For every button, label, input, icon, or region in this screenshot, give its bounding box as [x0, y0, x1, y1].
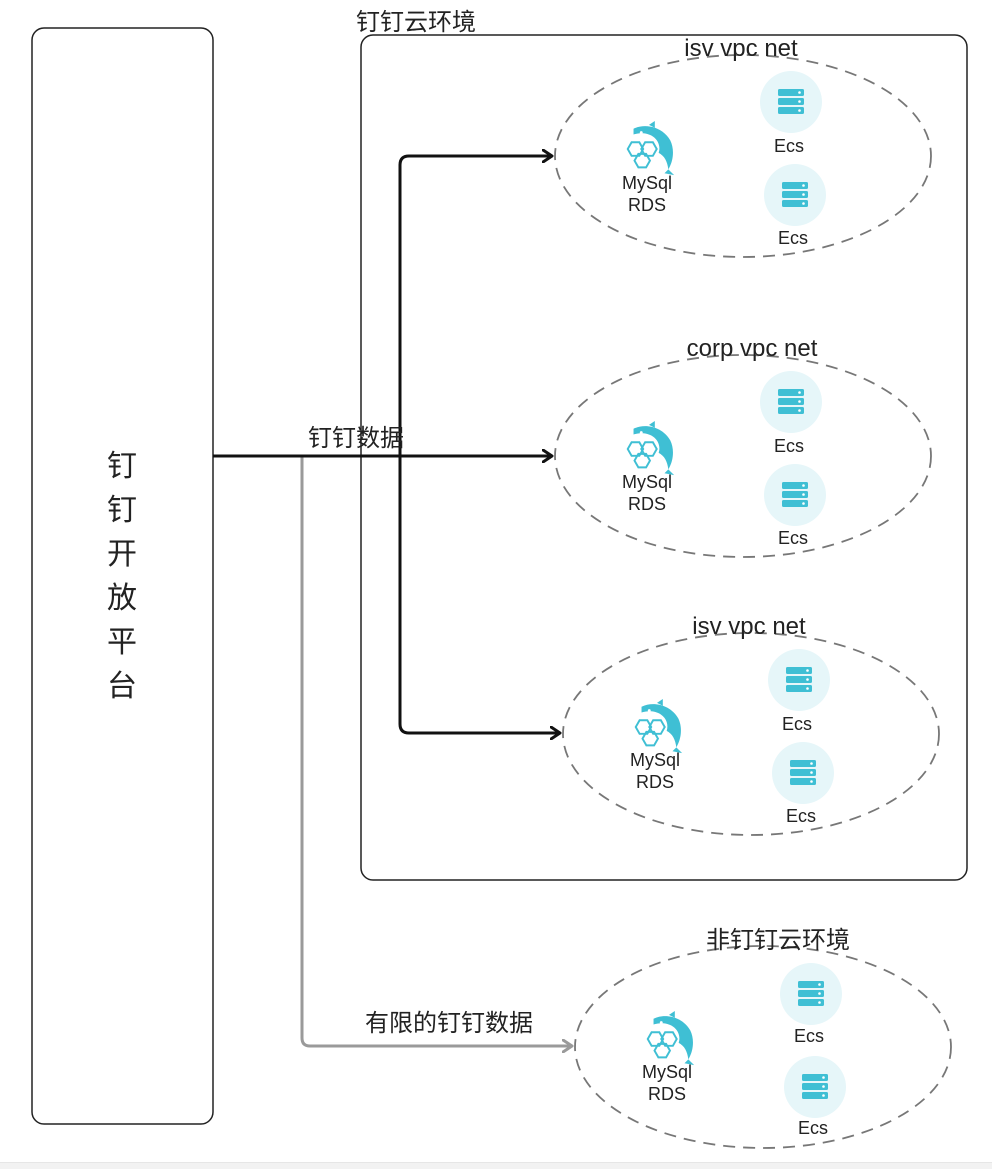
platform-label-char: 平: [107, 626, 137, 659]
non-cloud-ecs-label-2: Ecs: [798, 1118, 828, 1138]
server-icon: [764, 464, 826, 526]
platform-label-char: 台: [107, 670, 137, 703]
vpc-3-title: isv vpc net: [692, 613, 806, 640]
vpc-2-db-label-line1: MySql: [622, 472, 672, 492]
vpc-3-ecs-label-2: Ecs: [786, 806, 816, 826]
limited-data-label: 有限的钉钉数据: [365, 1010, 533, 1037]
vpc-group-3: isv vpc net MySql RDS Ecs Ecs: [562, 613, 940, 836]
non-cloud-db-label-line2: RDS: [648, 1084, 686, 1104]
non-cloud-group: 非钉钉云环境 MySql RDS Ecs Ecs: [574, 927, 952, 1149]
platform-box: [31, 27, 214, 1125]
server-icon: [764, 164, 826, 226]
vpc-2-title: corp vpc net: [687, 335, 818, 362]
server-icon: [784, 1056, 846, 1118]
non-cloud-title: 非钉钉云环境: [706, 927, 850, 954]
server-icon: [760, 71, 822, 133]
platform-label-char: 钉: [107, 494, 137, 527]
vpc-3-db-label-line2: RDS: [636, 772, 674, 792]
vpc-group-1: isv vpc net MySql RDS Ecs Ecs: [554, 35, 932, 258]
vpc-2-boundary: [554, 354, 932, 558]
non-cloud-boundary: [574, 945, 952, 1149]
vpc-1-db-label-line1: MySql: [622, 173, 672, 193]
vpc-2-ecs-label-1: Ecs: [774, 436, 804, 456]
vpc-3-ecs-label-1: Ecs: [782, 714, 812, 734]
vpc-1-boundary: [554, 54, 932, 258]
page-bottom-border: [0, 1162, 992, 1169]
vpc-2-ecs-label-2: Ecs: [778, 528, 808, 548]
vpc-3-boundary: [562, 632, 940, 836]
vpc-1-ecs-label-2: Ecs: [778, 228, 808, 248]
cloud-env-title: 钉钉云环境: [356, 9, 476, 36]
branch-connector-vpc-3: [398, 456, 560, 733]
platform-label-char: 钉: [107, 450, 137, 483]
non-cloud-db-label-line1: MySql: [642, 1062, 692, 1082]
server-icon: [760, 371, 822, 433]
branch-connector-vpc-1: [398, 156, 552, 456]
vpc-2-db-label-line2: RDS: [628, 494, 666, 514]
vpc-1-db-label-line2: RDS: [628, 195, 666, 215]
vpc-1-ecs-label-1: Ecs: [774, 136, 804, 156]
server-icon: [780, 963, 842, 1025]
server-icon: [768, 649, 830, 711]
non-cloud-ecs-label-1: Ecs: [794, 1026, 824, 1046]
main-data-label: 钉钉数据: [308, 425, 404, 452]
limited-data-connector: [300, 457, 572, 1046]
dolphin-database-icon: [646, 1011, 696, 1067]
vpc-3-db-label-line1: MySql: [630, 750, 680, 770]
vpc-group-2: corp vpc net MySql RDS Ecs Ecs: [554, 335, 932, 558]
platform-label-char: 放: [107, 582, 137, 615]
platform-label-char: 开: [107, 538, 137, 571]
server-icon: [772, 742, 834, 804]
vpc-1-title: isv vpc net: [684, 35, 798, 62]
